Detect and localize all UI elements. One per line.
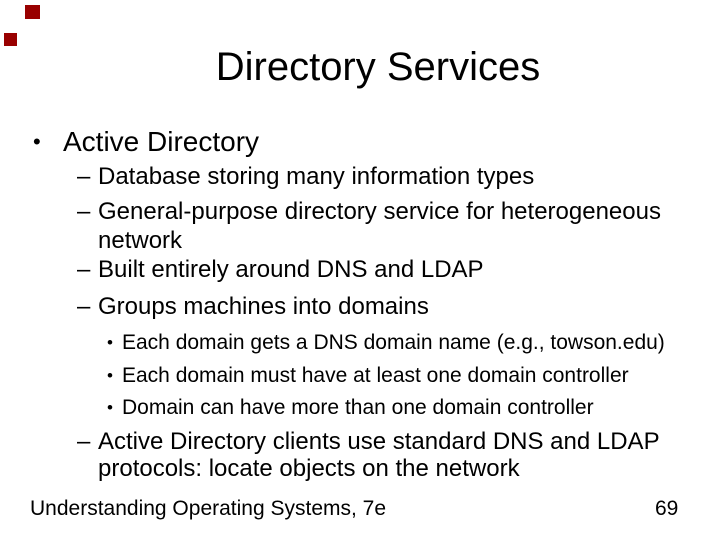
bullet-text: Active Directory clients use standard DN… — [98, 428, 660, 482]
bullet-text: Built entirely around DNS and LDAP — [98, 256, 484, 283]
footer-book-title: Understanding Operating Systems, 7e — [30, 497, 387, 520]
dot-bullet-icon: • — [107, 398, 113, 417]
bullet-item-general-purpose: – General-purpose directory service for … — [77, 197, 661, 255]
bullet-item-domain-controller-required: • Each domain must have at least one dom… — [107, 364, 629, 388]
bullet-item-active-directory: • Active Directory — [33, 126, 259, 158]
dash-bullet-icon: – — [77, 163, 91, 190]
bullet-item-built-around-dns: – Built entirely around DNS and LDAP — [77, 255, 484, 284]
slide-title: Directory Services — [215, 45, 541, 89]
dash-bullet-icon: – — [77, 198, 91, 225]
bullet-text: General-purpose directory service for he… — [98, 198, 661, 254]
dash-bullet-icon: – — [77, 256, 91, 283]
bullet-text: Each domain gets a DNS domain name (e.g.… — [122, 331, 665, 354]
dash-bullet-icon: – — [77, 293, 91, 320]
bullet-item-database: – Database storing many information type… — [77, 162, 534, 191]
red-square-decoration — [4, 33, 17, 46]
dash-bullet-icon: – — [77, 428, 91, 455]
bullet-item-ad-clients: – Active Directory clients use standard … — [77, 428, 660, 482]
bullet-text: Active Directory — [63, 126, 260, 157]
red-square-decoration — [25, 5, 40, 19]
slide-page-number: 69 — [655, 497, 679, 520]
bullet-text: Groups machines into domains — [98, 293, 429, 320]
dot-bullet-icon: • — [107, 366, 113, 385]
bullet-item-groups-machines: – Groups machines into domains — [77, 292, 429, 321]
dot-bullet-icon: • — [107, 333, 113, 352]
dot-bullet-icon: • — [33, 129, 41, 154]
bullet-text: Database storing many information types — [98, 163, 535, 190]
bullet-text: Domain can have more than one domain con… — [122, 396, 594, 419]
bullet-text: Each domain must have at least one domai… — [122, 364, 629, 387]
bullet-item-dns-domain-name: • Each domain gets a DNS domain name (e.… — [107, 331, 665, 355]
bullet-item-multiple-controllers: • Domain can have more than one domain c… — [107, 396, 594, 420]
